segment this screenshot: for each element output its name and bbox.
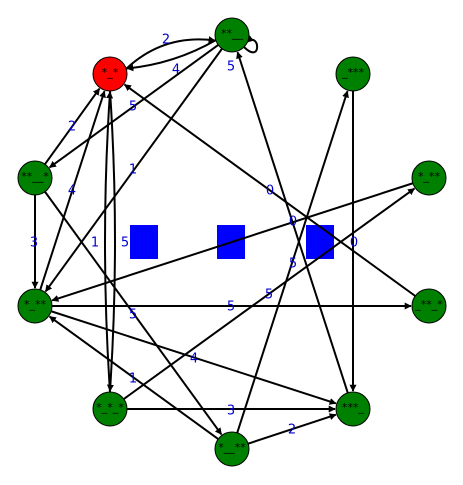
node-circle bbox=[411, 160, 447, 196]
blue-marker bbox=[130, 225, 158, 259]
edge-b-a bbox=[126, 39, 217, 72]
edge-g-a bbox=[123, 83, 416, 297]
node-label: *_*_* bbox=[96, 401, 124, 414]
node-a[interactable]: *_* bbox=[92, 56, 128, 92]
edge-b-d bbox=[48, 44, 219, 169]
node-layer: *_* **__ _*** **__* *_** *_** _**_* *_*_* ***_ *_… bbox=[17, 17, 447, 467]
edge-weight-label: 5 bbox=[227, 300, 235, 315]
edge-a-b bbox=[125, 36, 216, 70]
node-circle bbox=[335, 56, 371, 92]
edge-weight-label: 0 bbox=[350, 236, 358, 251]
node-circle bbox=[92, 56, 128, 92]
edge-f-i bbox=[50, 310, 337, 405]
edge-weight-label: 0 bbox=[266, 184, 274, 199]
edge-weight-label: 4 bbox=[68, 184, 76, 199]
edge-weight-label: 5 bbox=[227, 60, 235, 75]
edge-weight-label: 5 bbox=[129, 100, 137, 115]
node-label: *_* bbox=[102, 66, 119, 79]
edge-weight-label: 4 bbox=[172, 63, 180, 78]
node-e[interactable]: *_** bbox=[411, 160, 447, 196]
node-circle bbox=[17, 160, 53, 196]
node-d[interactable]: **__* bbox=[17, 160, 53, 196]
edge-weight-label: 1 bbox=[129, 163, 137, 178]
edge-j-c bbox=[236, 90, 349, 434]
edge-layer bbox=[31, 35, 416, 445]
edge-weight-label: 5 bbox=[265, 288, 273, 303]
edge-weight-label: 0 bbox=[289, 215, 297, 230]
edge-i-b bbox=[236, 51, 349, 394]
node-label: ***_ bbox=[342, 401, 365, 414]
edge-j-i bbox=[247, 413, 337, 445]
edge-weight-label: 2 bbox=[288, 423, 296, 438]
node-circle bbox=[411, 288, 447, 324]
edge-d-j bbox=[44, 191, 223, 436]
edge-b-b bbox=[243, 35, 259, 54]
node-b[interactable]: **__ bbox=[214, 17, 250, 53]
node-circle bbox=[214, 431, 250, 467]
node-g[interactable]: _**_* bbox=[411, 288, 447, 324]
node-circle bbox=[17, 288, 53, 324]
edge-weight-label: 5 bbox=[129, 308, 137, 323]
edge-weight-label: 5 bbox=[289, 257, 297, 272]
node-label: _**_* bbox=[414, 298, 443, 311]
edge-weight-label: 1 bbox=[91, 236, 99, 251]
edge-d-a bbox=[44, 88, 101, 165]
node-label: *__** bbox=[218, 441, 246, 454]
node-label: _*** bbox=[341, 66, 365, 79]
node-f[interactable]: *_** bbox=[17, 288, 53, 324]
node-label: *_** bbox=[418, 170, 441, 183]
edge-j-f bbox=[48, 315, 219, 440]
edge-b-f bbox=[44, 48, 223, 293]
edge-h-e bbox=[123, 187, 416, 400]
edge-label-layer: 2435123541500541352550 bbox=[30, 28, 358, 438]
node-circle bbox=[92, 391, 128, 427]
node-label: *_** bbox=[24, 298, 47, 311]
edge-f-a bbox=[39, 90, 106, 291]
edge-a-h bbox=[106, 90, 116, 392]
node-circle bbox=[335, 391, 371, 427]
node-circle bbox=[214, 17, 250, 53]
edge-weight-label: 2 bbox=[68, 120, 76, 135]
edge-weight-label: 3 bbox=[30, 236, 38, 251]
edge-weight-label: 2 bbox=[162, 33, 170, 48]
node-i[interactable]: ***_ bbox=[335, 391, 371, 427]
edge-h-a bbox=[104, 91, 114, 393]
node-label: **__* bbox=[21, 170, 49, 183]
edge-weight-label: 5 bbox=[121, 236, 129, 251]
node-c[interactable]: _*** bbox=[335, 56, 371, 92]
blue-marker bbox=[306, 225, 334, 259]
node-h[interactable]: *_*_* bbox=[92, 391, 128, 427]
edge-weight-label: 3 bbox=[227, 404, 235, 419]
edge-weight-label: 1 bbox=[129, 372, 137, 387]
node-j[interactable]: *__** bbox=[214, 431, 250, 467]
node-label: **__ bbox=[221, 27, 244, 40]
edge-weight-label: 4 bbox=[190, 352, 198, 367]
